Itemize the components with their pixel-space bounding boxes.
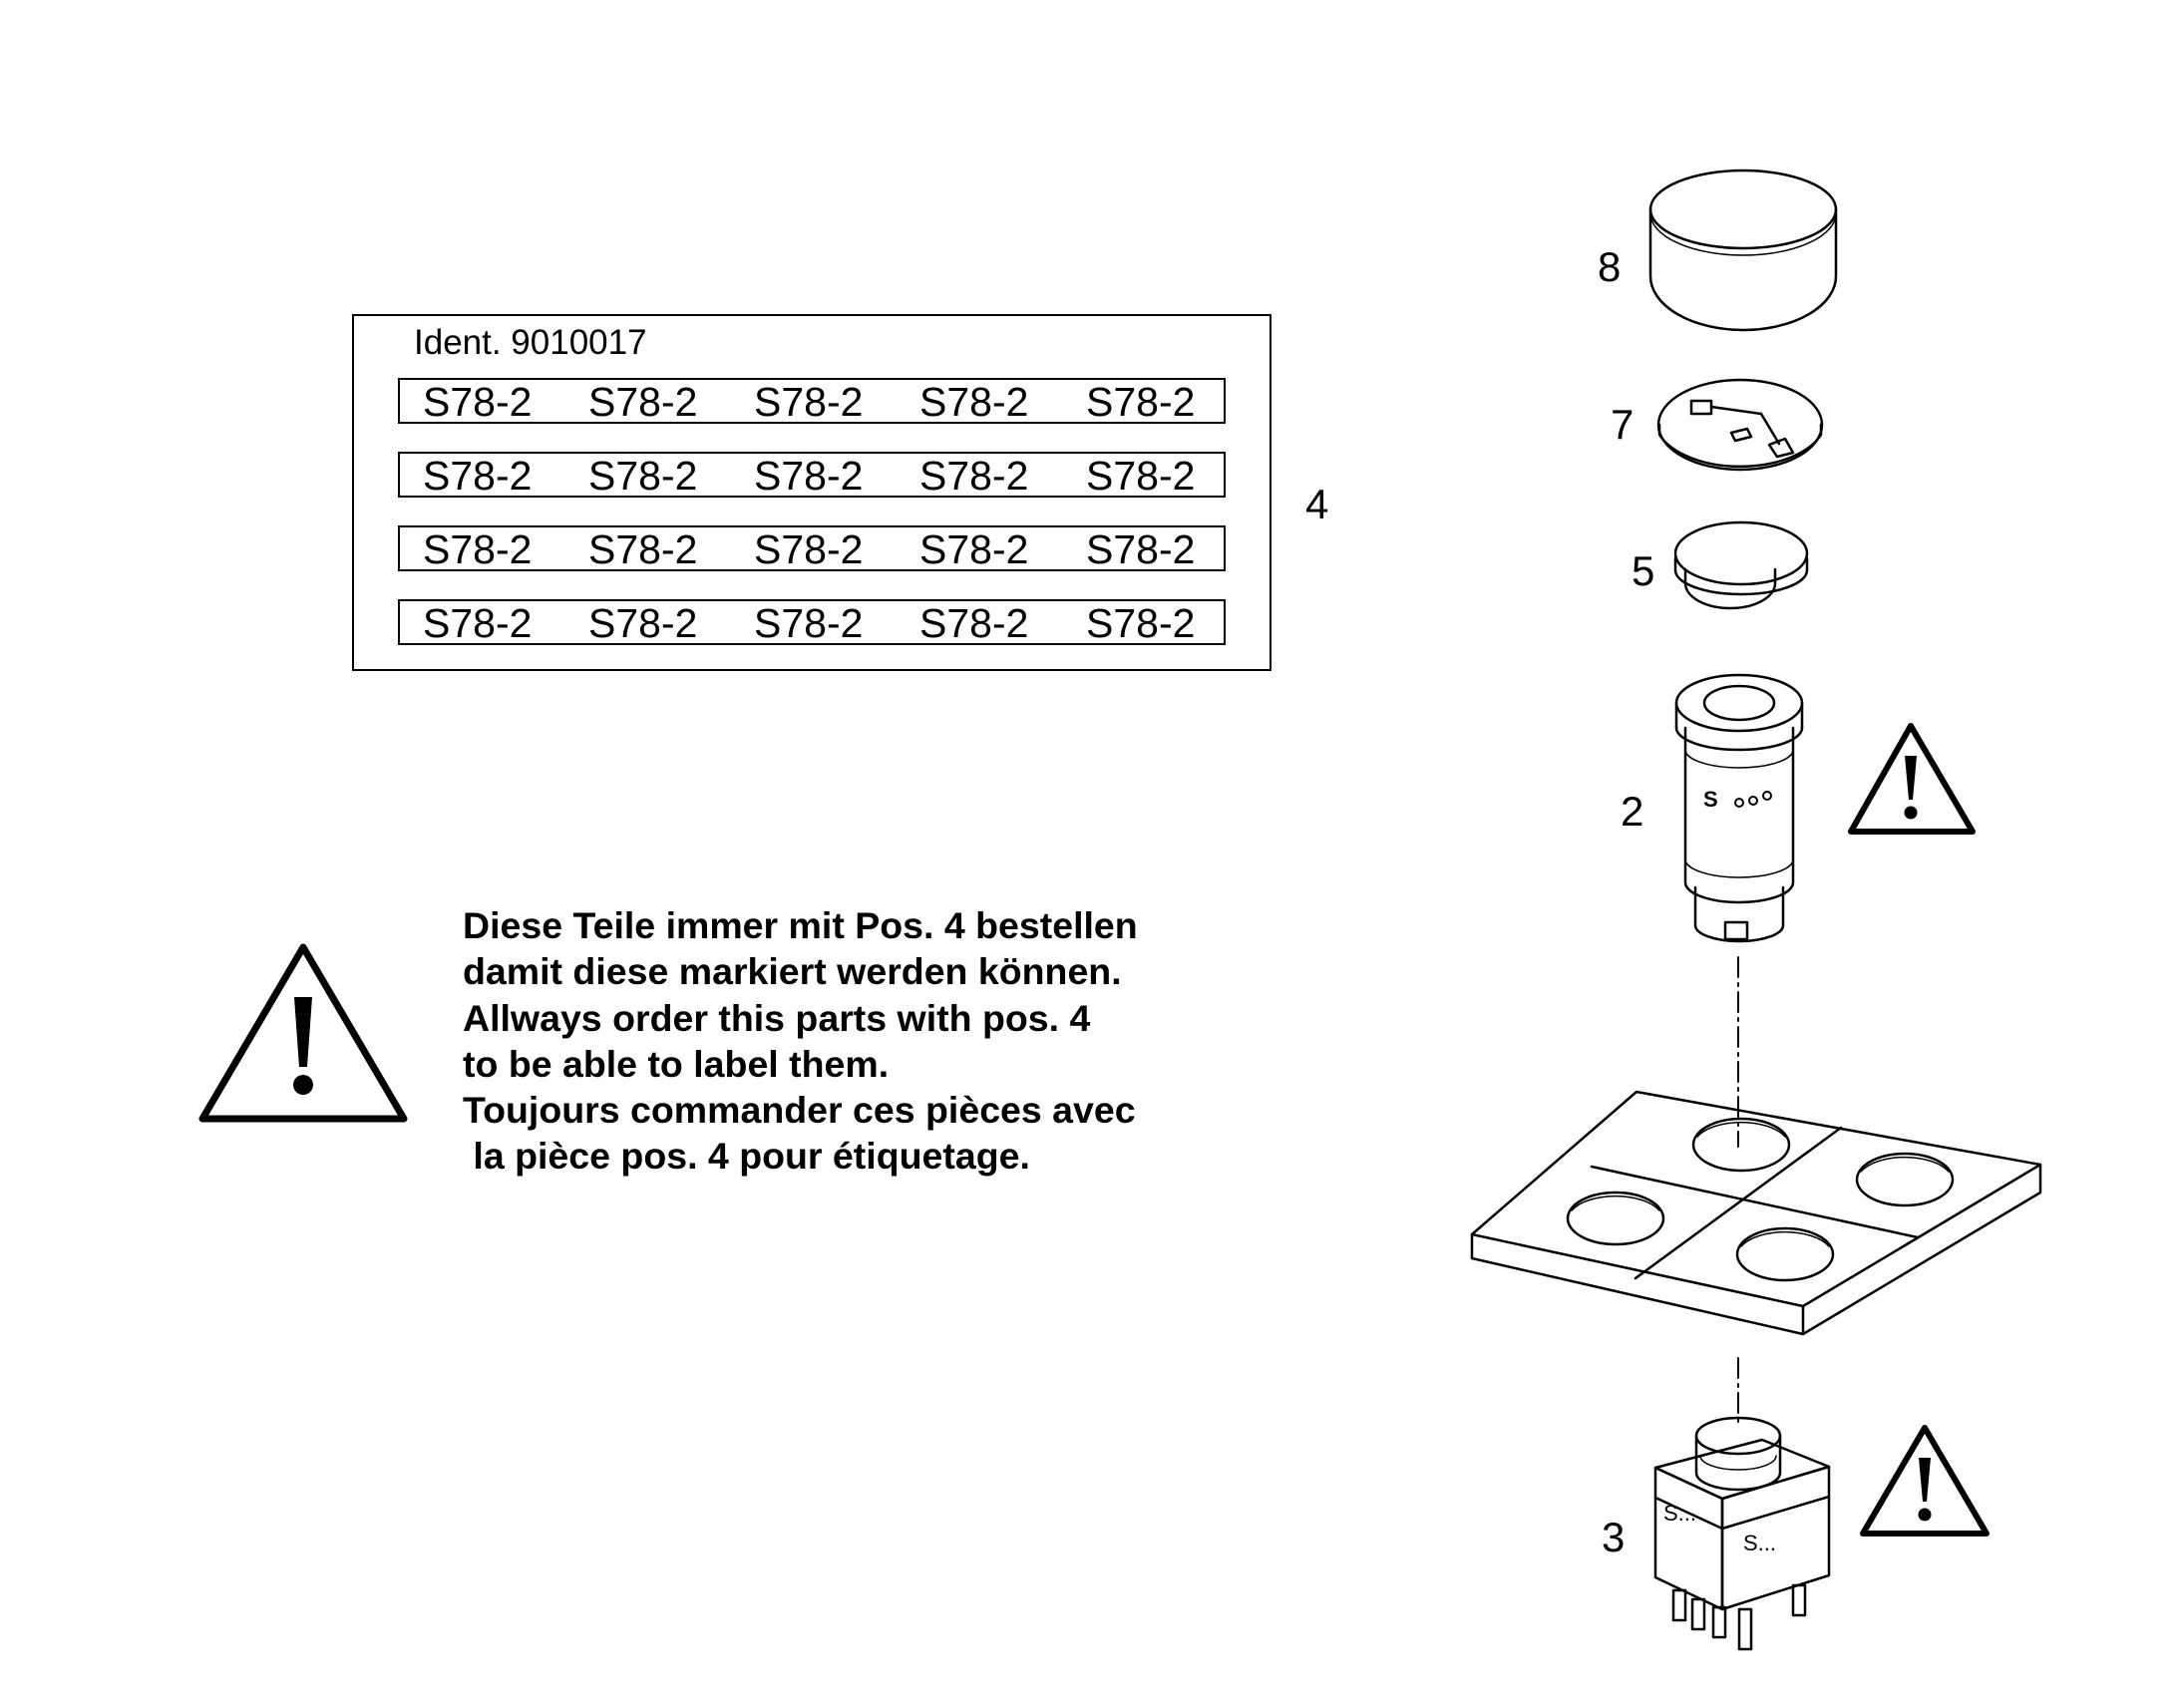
- callout-5: 5: [1632, 547, 1655, 594]
- notice-line: to be able to label them.: [463, 1042, 890, 1085]
- label-cell: S78-2: [754, 379, 864, 425]
- label-cell: S78-2: [588, 379, 698, 425]
- callout-4: 4: [1305, 481, 1329, 527]
- cap-part: [1648, 169, 1838, 332]
- notice-line: Allways order this parts with pos. 4: [463, 996, 1091, 1039]
- callout-7: 7: [1611, 401, 1635, 448]
- notice-line: damit diese markiert werden können.: [463, 950, 1122, 993]
- warning-triangle-icon: [1848, 723, 1976, 835]
- notice-line: la pièce pos. 4 pour étiquetage.: [463, 1135, 1030, 1178]
- label-cell: S78-2: [919, 379, 1029, 425]
- label-cell: S78-2: [919, 453, 1029, 499]
- label-cell: S78-2: [423, 379, 533, 425]
- label-sheet: [352, 314, 1272, 671]
- symbol-insert-part: [1656, 378, 1824, 472]
- label-cell: S78-2: [754, 600, 864, 646]
- label-cell: S78-2: [423, 453, 533, 499]
- callout-3: 3: [1602, 1514, 1626, 1560]
- label-cell: S78-2: [1086, 526, 1196, 572]
- label-cell: S78-2: [919, 600, 1029, 646]
- label-cell: S78-2: [423, 526, 533, 572]
- label-cell: S78-2: [1086, 600, 1196, 646]
- contact-block-part: [1653, 1416, 1831, 1651]
- notice-line: Diese Teile immer mit Pos. 4 bestellen: [463, 904, 1138, 946]
- label-cell: S78-2: [588, 453, 698, 499]
- contact-marking-left: S...: [1663, 1501, 1696, 1526]
- contact-marking-right: S...: [1743, 1531, 1776, 1555]
- callout-8: 8: [1598, 243, 1622, 290]
- label-cell: S78-2: [754, 526, 864, 572]
- label-cell: S78-2: [1086, 379, 1196, 425]
- mounting-plate: [1470, 1090, 2042, 1336]
- label-row: S78-2 S78-2 S78-2 S78-2 S78-2: [398, 378, 1226, 424]
- warning-triangle-icon: [1860, 1425, 1990, 1537]
- label-row: S78-2 S78-2 S78-2 S78-2 S78-2: [398, 452, 1226, 498]
- warning-triangle-icon: [198, 943, 408, 1123]
- actuator-part: [1674, 673, 1804, 943]
- ident-number: Ident. 9010017: [414, 323, 647, 362]
- actuator-marking: S: [1703, 787, 1718, 812]
- notice-line: Toujours commander ces pièces avec: [463, 1089, 1136, 1132]
- label-cell: S78-2: [754, 453, 864, 499]
- button-part: [1673, 520, 1809, 610]
- label-cell: S78-2: [423, 600, 533, 646]
- label-row: S78-2 S78-2 S78-2 S78-2 S78-2: [398, 525, 1226, 571]
- label-cell: S78-2: [588, 526, 698, 572]
- label-cell: S78-2: [588, 600, 698, 646]
- callout-2: 2: [1621, 788, 1644, 835]
- label-cell: S78-2: [1086, 453, 1196, 499]
- label-cell: S78-2: [919, 526, 1029, 572]
- order-notice: Diese Teile immer mit Pos. 4 bestellen d…: [463, 902, 1138, 1180]
- label-row: S78-2 S78-2 S78-2 S78-2 S78-2: [398, 599, 1226, 645]
